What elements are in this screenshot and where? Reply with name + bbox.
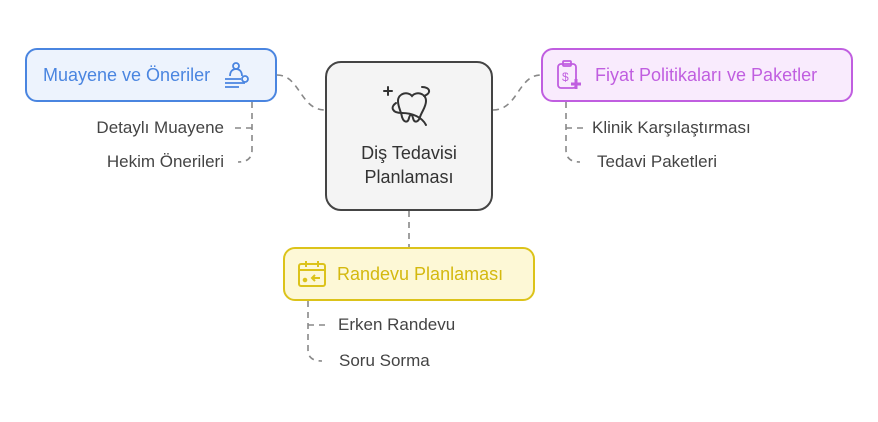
list-item: Erken Randevu	[338, 315, 456, 334]
list-item: Klinik Karşılaştırması	[592, 118, 751, 137]
branch-title: Muayene ve Öneriler	[43, 64, 211, 85]
center-title: Diş Tedavisi Planlaması	[361, 143, 457, 187]
list-item: Hekim Önerileri	[106, 152, 224, 171]
connector-bottom-items	[307, 301, 326, 362]
doctor-examination-icon	[225, 62, 249, 88]
branch-muayene[interactable]: Muayene ve Öneriler	[25, 48, 277, 102]
list-item: Soru Sorma	[339, 351, 430, 370]
branch-fiyat[interactable]: $ Fiyat Politikaları ve Paketler	[541, 48, 853, 102]
svg-text:$: $	[562, 70, 569, 84]
branch-title: Fiyat Politikaları ve Paketler	[595, 64, 818, 85]
clipboard-price-icon: $	[557, 60, 581, 89]
connector-right	[492, 74, 542, 111]
branch-randevu[interactable]: Randevu Planlaması	[283, 247, 535, 301]
list-item: Tedavi Paketleri	[597, 152, 718, 171]
branch-title: Randevu Planlaması	[337, 263, 504, 284]
calendar-icon	[298, 261, 326, 287]
connector-right-items	[565, 102, 584, 163]
connector-left-items	[234, 102, 253, 163]
list-item: Detaylı Muayene	[96, 118, 224, 137]
connector-left	[276, 74, 326, 111]
tooth-icon	[383, 86, 430, 126]
center-node[interactable]: Diş Tedavisi Planlaması	[325, 61, 493, 211]
